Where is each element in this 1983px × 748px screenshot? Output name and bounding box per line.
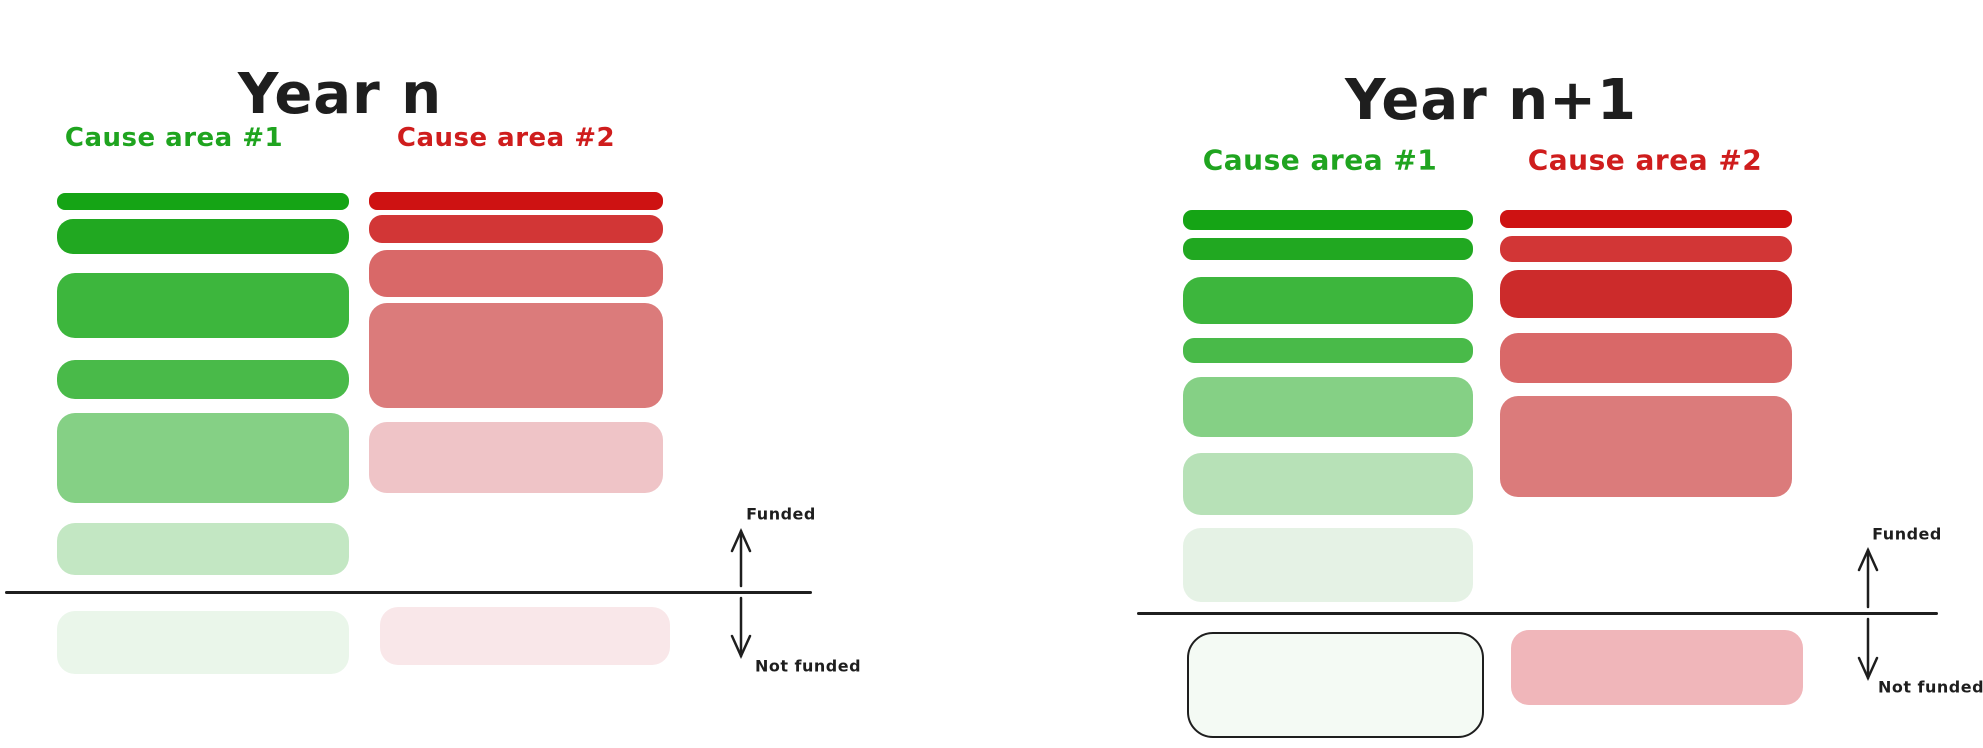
cause-area-1-label: Cause area #1 [64,123,284,153]
funding-bar [57,413,349,503]
funding-bar [57,273,349,338]
funding-bar [1183,377,1473,437]
panel-title: Year n [237,62,443,128]
cause-area-1-label: Cause area #1 [1202,143,1438,177]
funding-bar-not-funded [1187,632,1484,738]
funding-bar [57,360,349,399]
not-funded-label: Not funded [1877,677,1983,697]
funded-label: Funded [746,504,816,524]
cause-area-2-label: Cause area #2 [396,123,616,153]
panel-title: Year n+1 [1344,68,1638,134]
funded-axis-line [5,591,812,594]
funding-bar [1183,528,1473,602]
funding-bar [57,219,349,254]
funding-bar [1500,270,1792,318]
not-funded-label: Not funded [754,656,862,676]
funding-bar [369,250,663,297]
not-funded-arrow-down-head-icon [1857,656,1879,682]
funding-bar [1500,396,1792,497]
funding-bar-not-funded [57,611,349,674]
funding-bar [57,523,349,575]
not-funded-arrow-down-head-icon [730,634,752,660]
funding-bar [1183,238,1473,260]
funding-bar [369,192,663,210]
funding-bar-not-funded [1511,630,1803,705]
funding-bar [1500,210,1792,228]
funding-bar [369,303,663,408]
funding-bar [1500,333,1792,383]
funding-bar [1183,277,1473,324]
funding-bar [1183,210,1473,230]
funding-bar [369,422,663,493]
funding-bar [1183,338,1473,363]
funded-arrow-up-head-icon [1857,546,1879,572]
funded-label: Funded [1872,524,1942,544]
funding-bar [369,215,663,243]
funding-bar [1183,453,1473,515]
funded-arrow-up-head-icon [730,527,752,553]
funding-bar-not-funded [380,607,670,665]
cause-area-2-label: Cause area #2 [1527,143,1763,177]
funding-bar [57,193,349,210]
funded-axis-line [1137,612,1938,615]
funding-bar [1500,236,1792,262]
